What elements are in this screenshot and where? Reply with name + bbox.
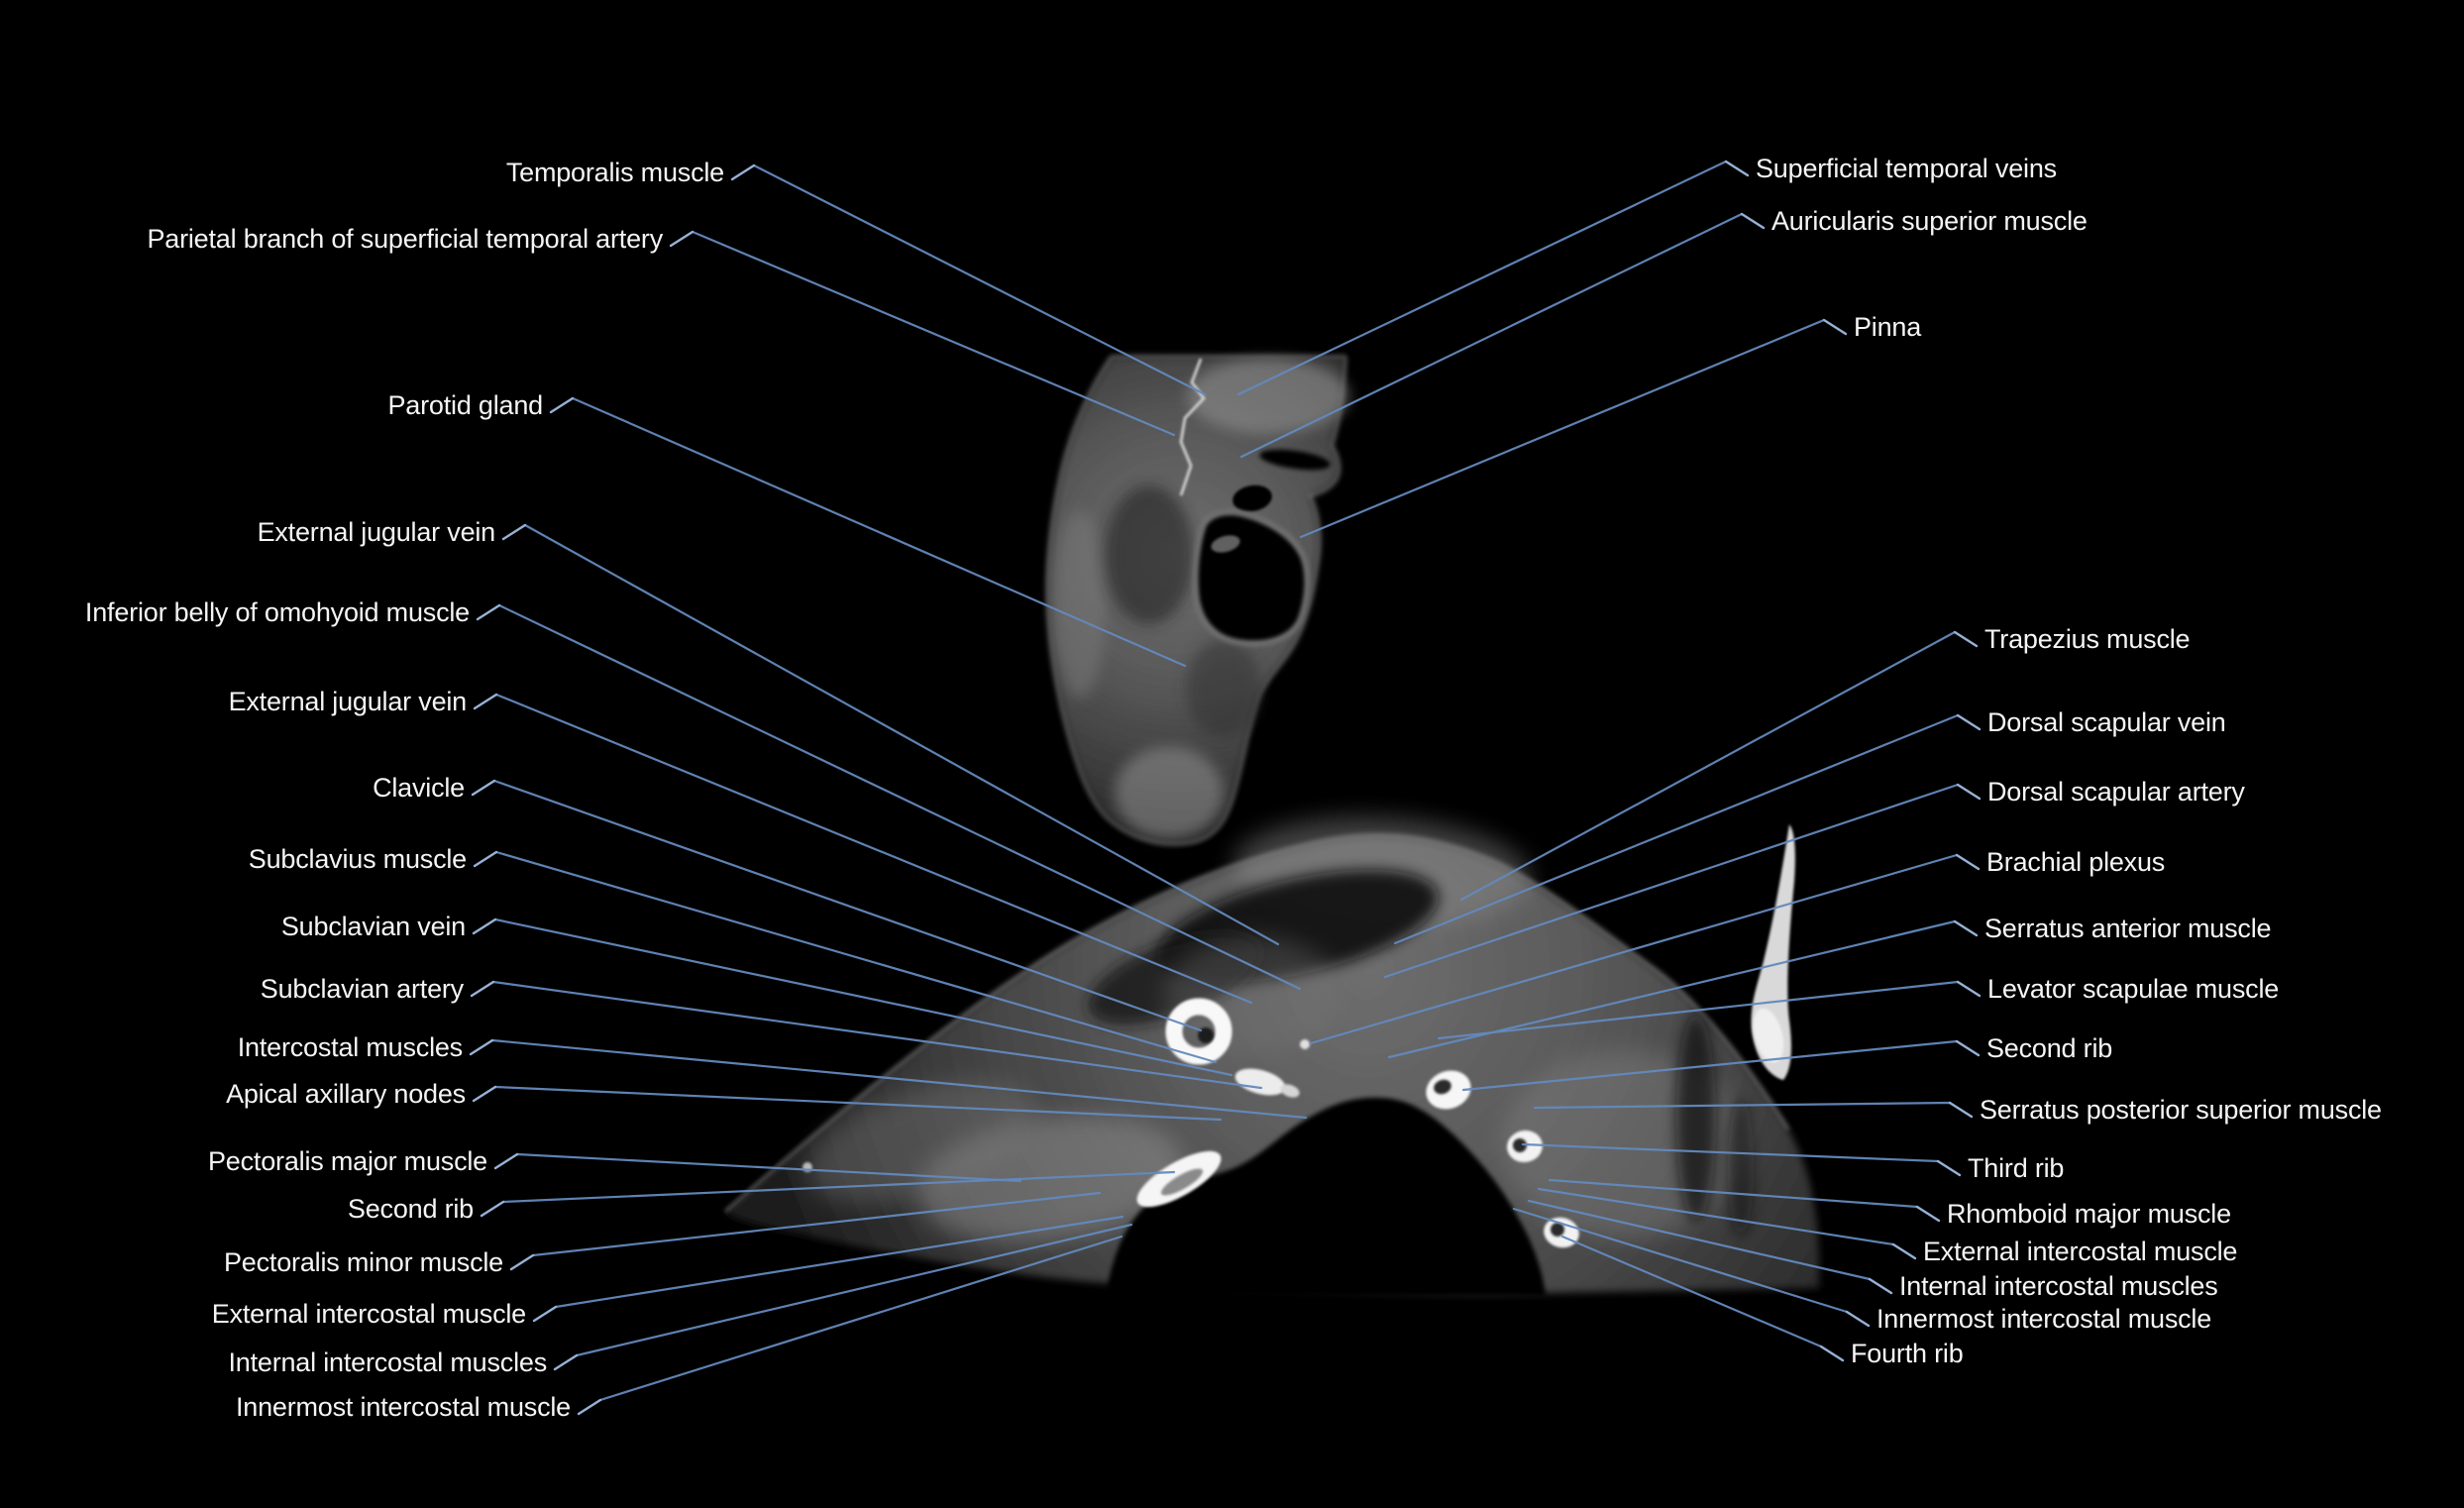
scapula-sliver-tip-bright (1753, 1008, 1784, 1063)
leader-hook-trapezius-muscle (1953, 630, 1979, 648)
ct-upper-tragus-tongue (1211, 535, 1240, 553)
leader-hook-external-jugular-vein-upper (501, 523, 527, 541)
leader-hook-apical-axillary-nodes (472, 1085, 497, 1103)
ct-upper-dark-mottle-2 (1186, 639, 1261, 738)
leader-hook-third-rib (1936, 1159, 1962, 1177)
leader-hook-brachial-plexus (1955, 853, 1981, 871)
leader-hook-inferior-belly-of-omohyoid-muscle (476, 603, 501, 621)
leader-hook-internal-intercostal-muscles-right (1868, 1277, 1893, 1295)
first-rib-blob (1234, 1068, 1286, 1096)
leader-hook-pectoralis-minor-muscle (509, 1253, 535, 1271)
leader-hook-external-jugular-vein-lower (473, 693, 498, 710)
ct-upper-suture-line (1179, 358, 1206, 496)
leader-hook-clavicle (471, 779, 496, 797)
leader-hook-superficial-temporal-veins (1724, 160, 1750, 177)
leader-hook-temporalis-muscle (730, 163, 756, 181)
ct-upper-bright-left-edge (1054, 510, 1106, 699)
leader-line-pinna (1299, 318, 1848, 539)
first-rib-blob-tail (1280, 1084, 1300, 1098)
ct-lower-thorax-cavity (1106, 1097, 1546, 1296)
leader-hook-serratus-anterior-muscle (1953, 919, 1979, 937)
ct-scan-upper (1046, 355, 1349, 845)
leader-hook-external-intercostal-muscle-right (1891, 1242, 1917, 1260)
leader-hook-innermost-intercostal-muscle-left (577, 1398, 602, 1416)
leader-line-innermost-intercostal-muscle-left (577, 1235, 1124, 1416)
leader-hook-levator-scapulae-muscle (1956, 980, 1982, 998)
leader-hook-second-rib-left (480, 1200, 505, 1218)
ct-upper-ear-canal (1232, 485, 1272, 512)
leader-hook-subclavius-muscle (473, 850, 498, 868)
second-rib-right-hole (1434, 1079, 1451, 1095)
leader-hook-dorsal-scapular-artery (1956, 783, 1982, 801)
leader-hook-second-rib-right (1955, 1039, 1981, 1057)
third-rib-hole (1513, 1138, 1527, 1152)
fourth-rib-hole (1551, 1223, 1564, 1237)
leader-hook-subclavian-artery (470, 980, 495, 998)
ct-upper-bright-bottom (1115, 747, 1224, 838)
ct-scan-lower (724, 816, 1820, 1296)
leader-hook-pinna (1822, 318, 1848, 336)
leader-hook-serratus-posterior-superior-muscle (1948, 1101, 1974, 1119)
bone-dot-subclavian (1300, 1039, 1310, 1049)
ct-lower-neck-mid-bright (1164, 936, 1342, 1055)
ct-lower-paraspinal-dark-2 (1728, 1098, 1754, 1237)
leader-hook-internal-intercostal-muscles-left (553, 1353, 579, 1371)
leader-hook-fourth-rib (1819, 1345, 1845, 1362)
ct-upper-rim-highlight (1046, 355, 1347, 845)
leader-hook-pectoralis-major-muscle (493, 1152, 519, 1170)
leader-hook-innermost-intercostal-muscle-right (1845, 1310, 1871, 1328)
second-rib-left-bone-core (1160, 1168, 1204, 1196)
leader-line-clavicle (471, 779, 1203, 1032)
clavicle-ring-hole (1198, 1027, 1214, 1043)
ct-upper-dark-mottle-1 (1105, 485, 1194, 624)
leader-line-trapezius-muscle (1459, 630, 1979, 902)
leader-hook-intercostal-muscles (469, 1038, 494, 1056)
leader-hook-parotid-gland (549, 396, 575, 414)
leader-hook-dorsal-scapular-vein (1956, 713, 1982, 731)
ct-upper-bright-temporal (1187, 359, 1349, 434)
leader-hook-subclavian-vein (472, 917, 497, 935)
ct-upper-concha-rim (1193, 509, 1310, 646)
ct-upper-dark-slit (1259, 449, 1331, 471)
leader-hook-rhomboid-major-muscle (1915, 1205, 1941, 1223)
leader-hook-external-intercostal-muscle-left (532, 1305, 558, 1323)
leader-lines-layer (469, 160, 1982, 1416)
leader-hook-parietal-branch-superficial-temporal-artery (669, 230, 695, 248)
leader-hook-auricularis-superior-muscle (1740, 212, 1766, 230)
